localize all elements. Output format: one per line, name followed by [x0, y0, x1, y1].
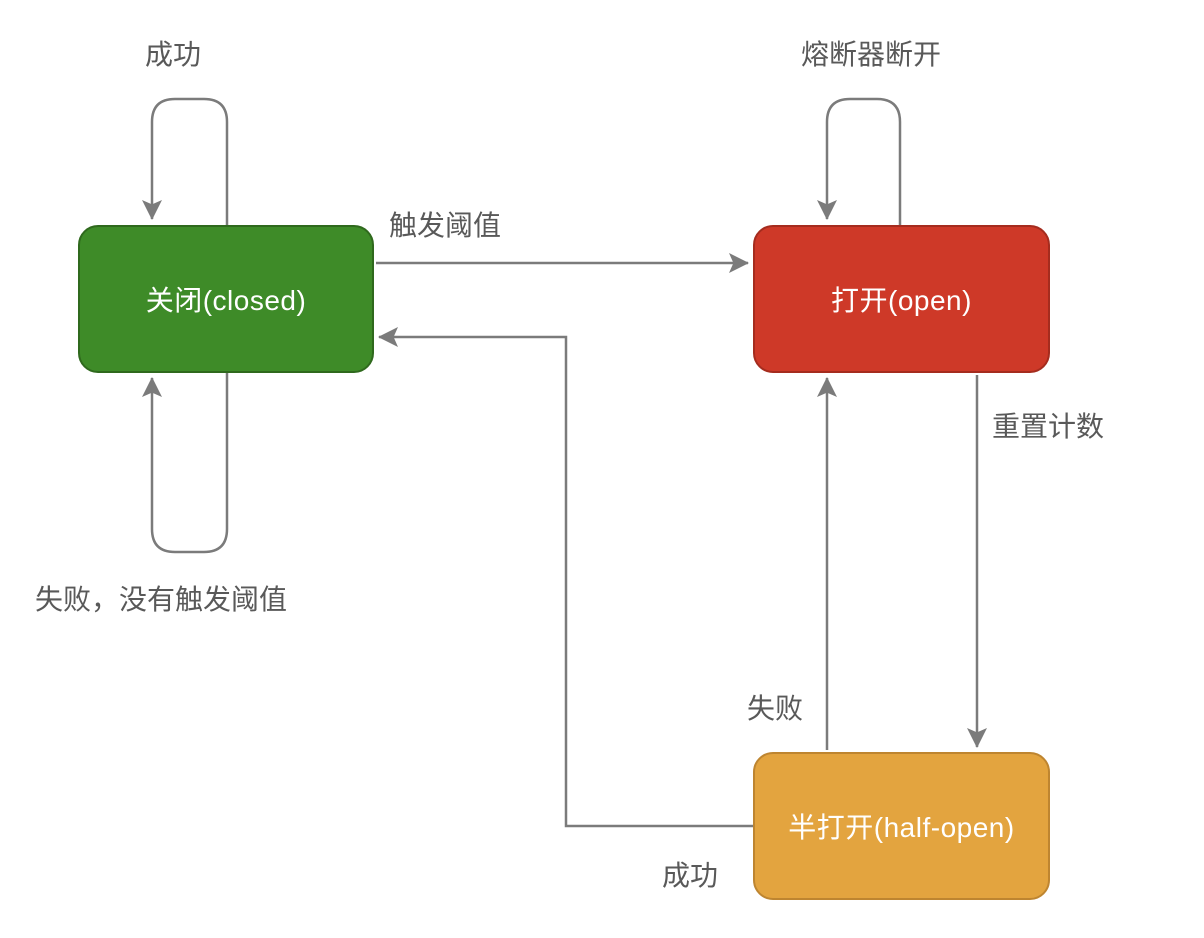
edge-open-self-breaker-open [817, 97, 902, 225]
transition-label-closed-success: 成功 [145, 39, 202, 70]
state-half-open-label: 半打开(half-open) [788, 812, 1015, 843]
edge-closed-self-success [142, 97, 229, 225]
edge-group [142, 97, 987, 828]
transition-label-reset-count: 重置计数 [992, 411, 1105, 442]
edge-closed-self-failure [142, 373, 229, 554]
transition-label-trigger-threshold: 触发阈值 [389, 210, 502, 241]
state-open-label: 打开(open) [831, 285, 972, 316]
edge-halfopen-to-closed [378, 327, 753, 828]
transition-label-closed-failure-no-threshold: 失败，没有触发阈值 [35, 584, 288, 615]
transition-label-halfopen-success: 成功 [662, 860, 719, 891]
state-half-open: 半打开(half-open) [753, 752, 1050, 900]
transition-label-halfopen-failure: 失败 [747, 693, 804, 724]
transition-label-breaker-open: 熔断器断开 [801, 39, 942, 70]
state-closed-label: 关闭(closed) [145, 285, 307, 316]
state-closed: 关闭(closed) [78, 225, 374, 373]
state-open: 打开(open) [753, 225, 1050, 373]
